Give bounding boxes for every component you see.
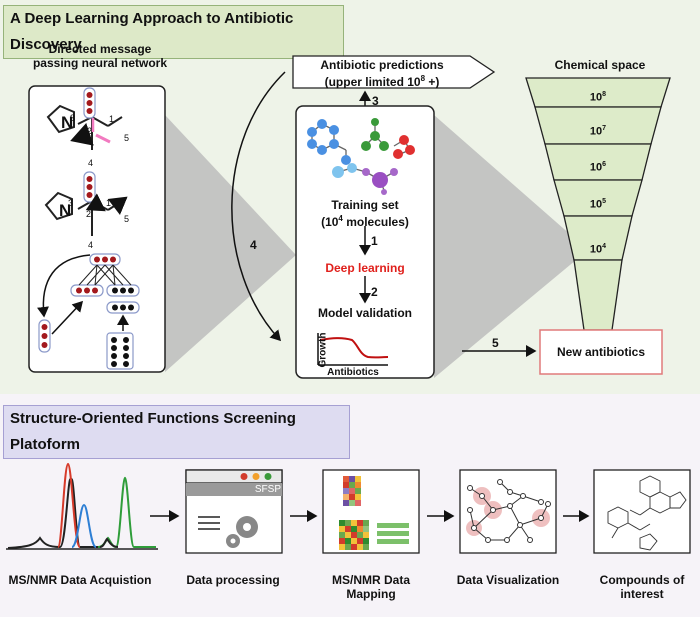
- funnel-level-5: 104: [589, 243, 607, 256]
- dmpnn-box: [28, 85, 166, 373]
- funnel-level-2: 107: [589, 125, 607, 138]
- step-5: 5: [492, 336, 499, 350]
- dmpnn-title: Directed message passing neural network: [32, 42, 168, 70]
- new-antibiotics-box: [539, 329, 663, 375]
- atom-number: 5: [124, 133, 130, 143]
- step-label-mapping: MS/NMR Data Mapping: [331, 573, 410, 601]
- ms-nmr-chromatogram: [6, 462, 158, 550]
- atom-number: 5: [124, 214, 130, 224]
- projection-wedge-1: [165, 115, 296, 372]
- compound-structure: [593, 469, 691, 554]
- step-3: 3: [372, 94, 379, 108]
- bottom-panel-title: Structure-Oriented Functions Screening P…: [3, 405, 350, 459]
- antibiotics-axis-label: Antibiotics: [327, 367, 379, 378]
- chemical-space-label: Chemical space: [554, 58, 646, 72]
- network-visualization: [459, 469, 557, 554]
- top-panel-title: A Deep Learning Approach to Antibiotic D…: [3, 5, 344, 59]
- software-window: [185, 469, 283, 554]
- new-antibiotics-label: New antibiotics: [556, 345, 645, 359]
- step-2: 2: [371, 285, 378, 299]
- chemical-space-funnel: [525, 77, 671, 331]
- deep-learning-label: Deep learning: [325, 261, 405, 275]
- funnel-level-1: 108: [589, 91, 607, 104]
- atom-number: 2: [87, 126, 93, 136]
- step-4: 4: [250, 238, 257, 252]
- atom-number: 3: [68, 198, 74, 208]
- curve-arrow-4: [231, 71, 286, 342]
- predictions-arrow: [292, 55, 496, 89]
- funnel-level-4: 105: [589, 198, 607, 211]
- predictions-label: Antibiotic predictions (upper limited 10…: [320, 58, 444, 89]
- step-1: 1: [371, 234, 378, 248]
- atom-number: 1: [109, 114, 115, 124]
- atom-number: 2: [86, 209, 92, 219]
- funnel-level-3: 106: [589, 161, 607, 174]
- atom-number: 4: [88, 158, 94, 168]
- atom-n-label-2: N: [59, 201, 72, 220]
- neural-network: [37, 253, 140, 370]
- atom-number: 4: [88, 240, 94, 250]
- atom-number: 1: [106, 198, 112, 208]
- atom-number: 3: [70, 113, 76, 123]
- growth-axis-label: Growth: [317, 332, 329, 368]
- step-label-acquisition: MS/NMR Data Acquistion: [8, 573, 152, 587]
- sfsp-label: SFSP: [254, 484, 281, 495]
- step-label-compounds: Compounds of interest: [599, 573, 685, 601]
- step-label-processing: Data processing: [186, 573, 280, 587]
- step-label-visualization: Data Visualization: [456, 573, 560, 587]
- projection-wedge-2: [434, 115, 588, 378]
- model-validation-label: Model validation: [317, 306, 412, 320]
- atom-n-label: N: [61, 113, 74, 132]
- training-set-label: Training set (104 molecules): [321, 198, 409, 229]
- data-mapping-heatmap: [322, 469, 420, 554]
